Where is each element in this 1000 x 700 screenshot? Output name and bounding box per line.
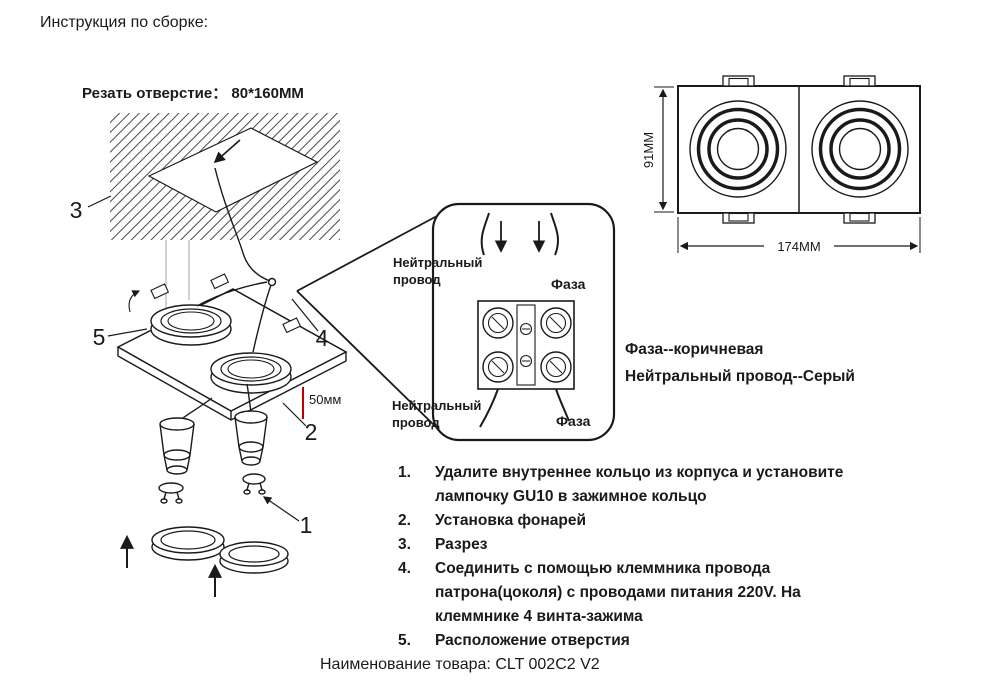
phase-wire-label-bottom: Фаза <box>556 413 591 429</box>
product-name: Наименование товара: CLT 002C2 V2 <box>320 656 600 673</box>
step-text: Установка фонарей <box>435 512 586 529</box>
cutout-arrow <box>213 139 241 164</box>
step-number: 5. <box>398 632 411 649</box>
clamp-screw <box>519 322 533 336</box>
cutout-hole <box>147 127 319 213</box>
neutral-wire-bottom <box>479 388 499 428</box>
depth-dimension-label: 50мм <box>309 392 341 407</box>
callout-number-5: 5 <box>93 324 106 350</box>
mounting-clip <box>722 75 755 87</box>
step-text: Расположение отверстия <box>435 632 630 649</box>
step-1: 1. Удалите внутреннее кольцо из корпуса … <box>398 461 918 509</box>
phase-wire-bottom <box>555 388 570 422</box>
phase-wire-label-top: Фаза <box>551 276 586 292</box>
leader-4 <box>291 298 319 332</box>
legend-neutral-color: Нейтральный провод--Серый <box>625 368 855 385</box>
step-5: 5. Расположение отверстия <box>398 629 918 653</box>
step-text: Соединить с помощью клеммника провода па… <box>435 560 801 625</box>
ceiling-cutout-drawing <box>110 113 340 308</box>
drawing-labels: 3 5 4 2 1 50мм 91MM 174MM <box>70 132 821 538</box>
gu10-bulb-left <box>158 417 195 504</box>
neutral-wire-label-bottom: Нейтральный провод <box>392 398 482 430</box>
cutout-size-label: Резать отверстие： 80*160MM <box>82 85 304 102</box>
callout-number-4: 4 <box>316 325 329 351</box>
step-text: Удалите внутреннее кольцо из корпуса и у… <box>435 464 844 505</box>
width-dimension-label: 174MM <box>777 239 820 254</box>
neutral-wire-top <box>480 212 490 256</box>
step-number: 2. <box>398 512 411 529</box>
leader-3 <box>87 195 112 208</box>
step-number: 4. <box>398 560 411 577</box>
mounting-clip <box>843 75 876 87</box>
fixture-isometric-drawing <box>87 195 348 597</box>
step-number: 1. <box>398 464 411 481</box>
page-title: Инструкция по сборке: <box>40 14 209 31</box>
clamp-screw <box>519 354 533 368</box>
wiring-callout <box>296 202 616 442</box>
leader-2 <box>282 402 307 427</box>
spring-clip <box>210 273 230 290</box>
phase-wire-top <box>550 212 559 256</box>
neutral-wire-label-top: Нейтральный провод <box>393 255 483 287</box>
wire-junction <box>267 277 277 287</box>
step-4: 4. Соединить с помощью клеммника провода… <box>398 557 918 629</box>
assembly-steps-list: 1. Удалите внутреннее кольцо из корпуса … <box>398 461 918 653</box>
step-3: 3. Разрез <box>398 533 918 557</box>
spring-clip <box>150 283 170 300</box>
legend-phase-color: Фаза--коричневая <box>625 341 764 358</box>
step-2: 2. Установка фонарей <box>398 509 918 533</box>
callout-number-2: 2 <box>305 419 318 445</box>
terminal-rail <box>516 304 536 386</box>
step-number: 3. <box>398 536 411 553</box>
height-dimension-label: 91MM <box>641 132 656 168</box>
spring-clip <box>282 317 302 334</box>
rotate-arrow <box>128 290 141 313</box>
leader-5 <box>107 328 148 337</box>
mains-wire <box>214 167 271 282</box>
leader-1 <box>262 496 300 522</box>
callout-number-1: 1 <box>300 512 313 538</box>
front-view-drawing <box>654 75 921 253</box>
gu10-bulb-right <box>234 410 268 495</box>
inner-rings <box>151 526 289 574</box>
wire-color-legend: Фаза--коричневая Нейтральный провод--Сер… <box>625 336 855 390</box>
step-text: Разрез <box>435 536 488 553</box>
callout-number-3: 3 <box>70 197 83 223</box>
